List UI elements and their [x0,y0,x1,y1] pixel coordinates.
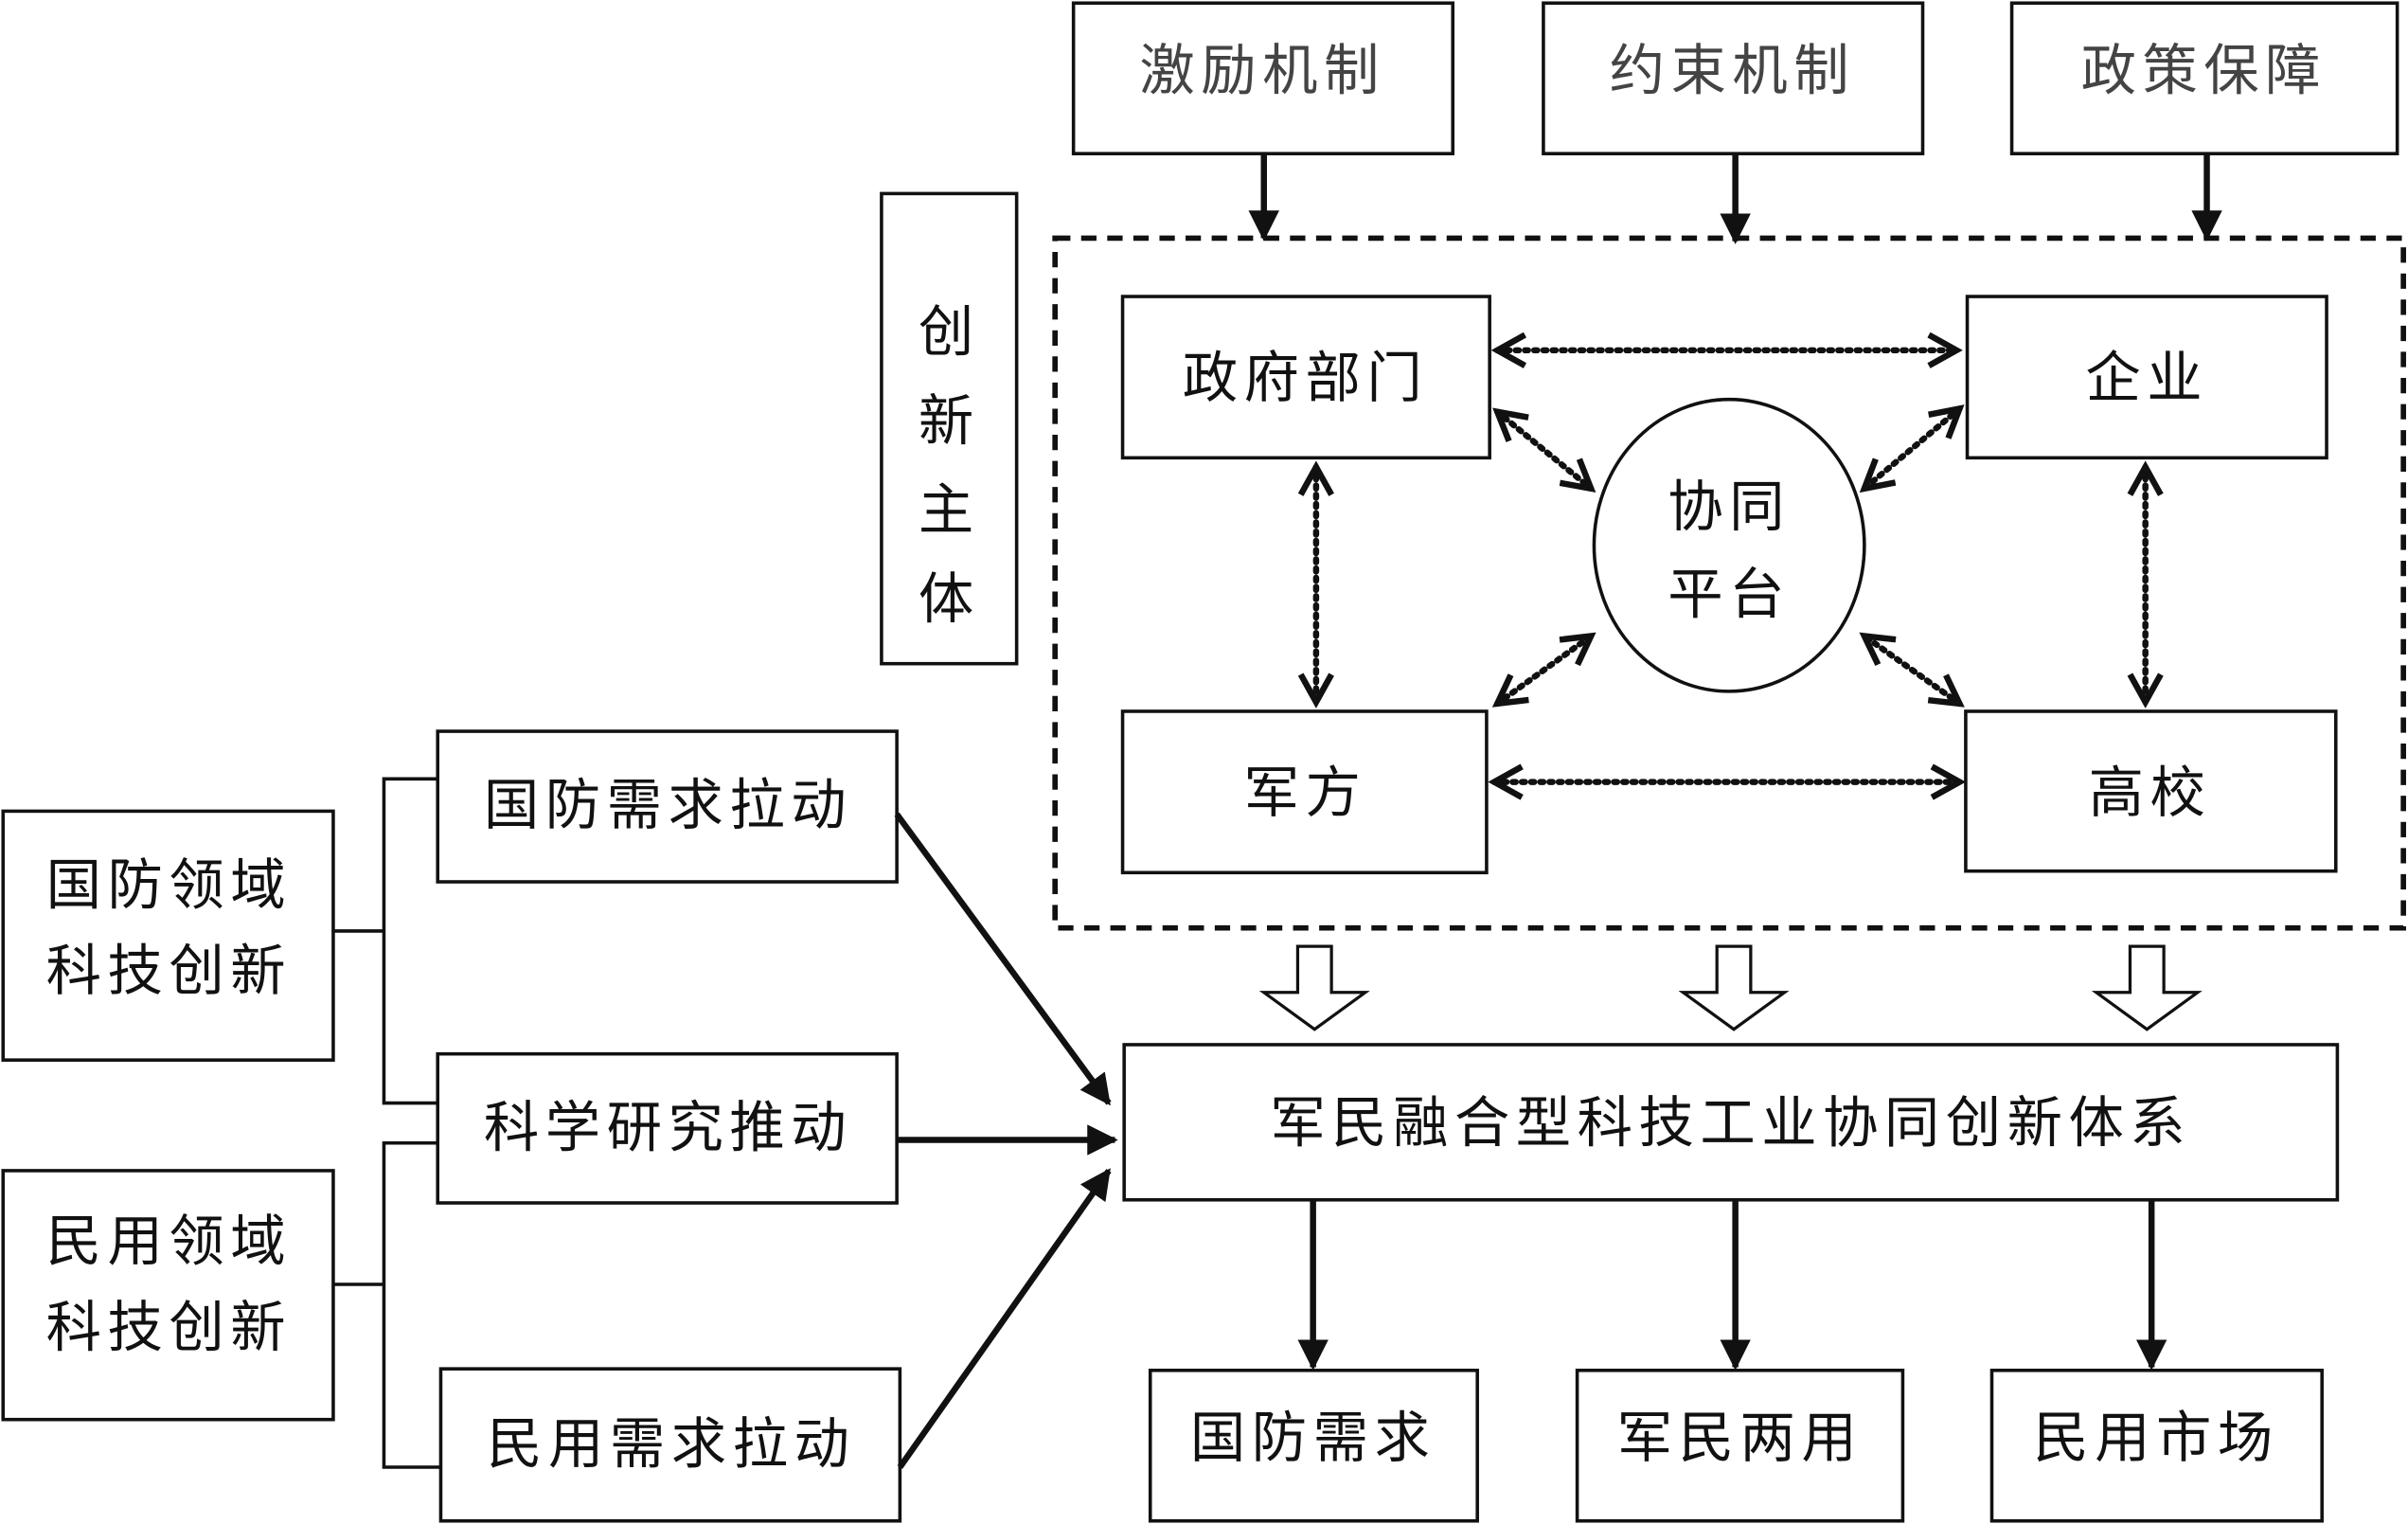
svg-text:科技创新: 科技创新 [46,1295,292,1359]
svg-text:主: 主 [919,477,980,542]
svg-text:民用市场: 民用市场 [2033,1406,2278,1470]
hollow-arrow-right [2091,944,2203,1031]
bracket-civil [332,1140,441,1469]
svg-text:军民融合型科技工业协同创新体系: 军民融合型科技工业协同创新体系 [1270,1091,2191,1156]
output-dual-use: 军民两用 [1575,1369,1905,1523]
arrow-civil-demand [897,1168,1112,1469]
svg-text:协同: 协同 [1668,475,1791,539]
link-enterprise-platform [1864,408,1960,488]
svg-text:科学研究推动: 科学研究推动 [484,1096,852,1160]
link-university-platform [1864,636,1960,703]
svg-text:政府部门: 政府部门 [1183,346,1428,410]
actor-university: 高校 [1964,709,2338,873]
svg-text:新: 新 [919,388,980,453]
domain-civil: 民用领域 科技创新 [1,1169,335,1422]
actor-military: 军方 [1120,709,1489,875]
hollow-arrow-middle [1678,944,1790,1031]
svg-text:企业: 企业 [2085,346,2208,410]
domain-defense: 国防领域 科技创新 [1,809,335,1062]
svg-text:民用领域: 民用领域 [46,1210,292,1274]
driver-civil-demand: 民用需求拉动 [438,1367,902,1523]
innovation-subject-box: 创 新 主 体 [880,191,1019,666]
output-defense-demand: 国防需求 [1148,1369,1479,1523]
svg-text:国防领域: 国防领域 [46,852,292,917]
link-government-platform [1497,412,1591,489]
top-box-incentive: 激励机制 [1071,1,1455,155]
svg-text:政策保障: 政策保障 [2081,39,2327,103]
bracket-defense [332,777,438,1105]
hollow-arrow-left [1258,944,1370,1031]
top-box-policy: 政策保障 [2009,1,2399,155]
svg-text:创: 创 [919,299,980,364]
actor-government: 政府部门 [1120,295,1491,460]
svg-text:民用需求拉动: 民用需求拉动 [487,1412,855,1477]
svg-text:激励机制: 激励机制 [1139,39,1384,103]
driver-scientific-research: 科学研究推动 [436,1051,899,1205]
core-system-box: 军民融合型科技工业协同创新体系 [1122,1043,2340,1202]
svg-text:军方: 军方 [1244,761,1367,825]
driver-defense-demand: 国防需求拉动 [436,729,899,884]
output-civil-market: 民用市场 [1989,1369,2324,1523]
svg-text:科技创新: 科技创新 [46,939,292,1003]
svg-text:高校: 高校 [2089,761,2212,825]
collaboration-platform: 协同 平台 [1592,397,1866,693]
svg-text:平台: 平台 [1668,563,1791,627]
svg-text:国防需求拉动: 国防需求拉动 [484,773,852,837]
svg-text:国防需求: 国防需求 [1190,1406,1436,1470]
link-military-platform [1497,636,1591,703]
svg-text:体: 体 [919,567,980,632]
actor-enterprise: 企业 [1965,295,2328,460]
top-box-constraint: 约束机制 [1542,1,1925,155]
svg-text:约束机制: 约束机制 [1610,39,1855,103]
arrow-defense-demand [894,812,1112,1106]
svg-text:军民两用: 军民两用 [1617,1406,1863,1470]
